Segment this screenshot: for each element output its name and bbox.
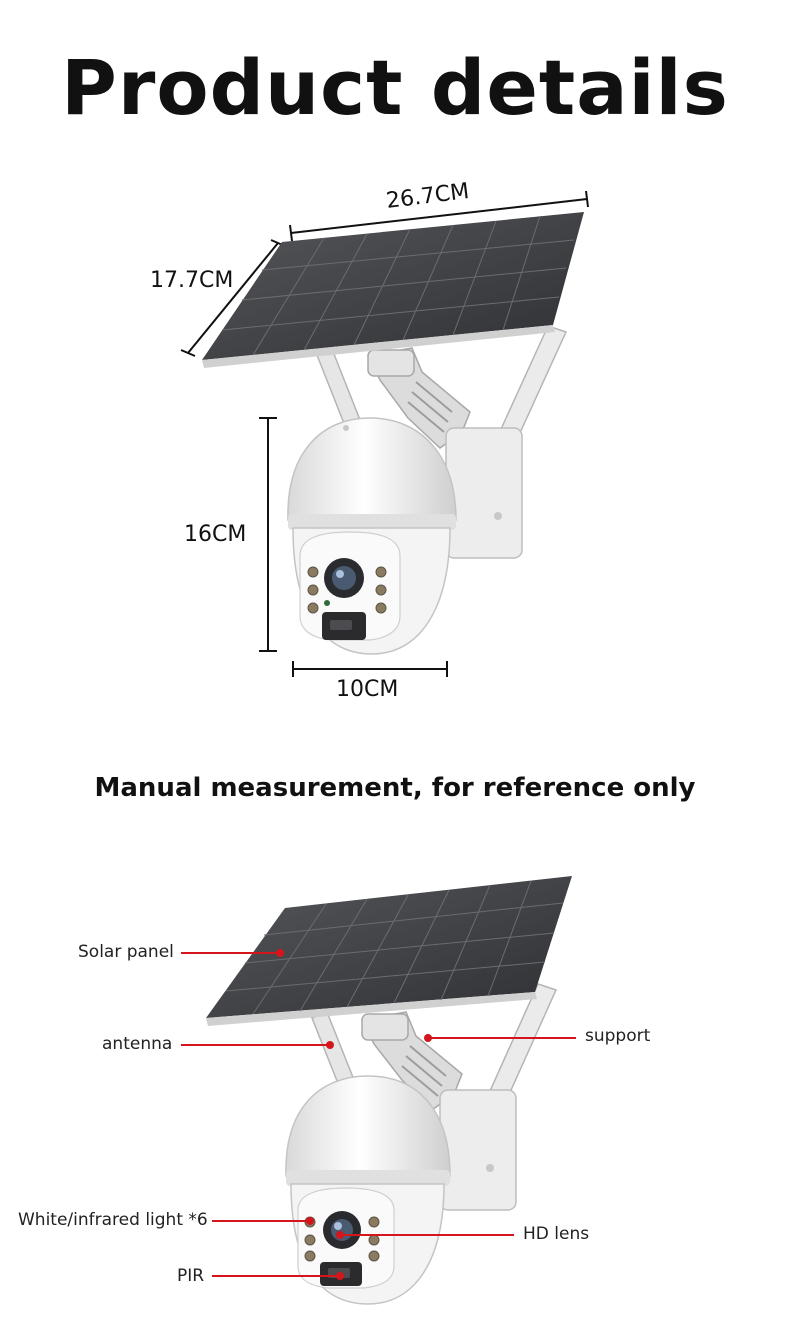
depth-dimension-label: 17.7CM xyxy=(150,268,234,293)
height-dimension-line xyxy=(259,417,277,652)
callout-lights: White/infrared light *6 xyxy=(18,1210,208,1230)
solar-panel xyxy=(202,212,584,368)
callout-pir: PIR xyxy=(177,1266,205,1286)
callout-antenna: antenna xyxy=(102,1034,173,1054)
callout-support: support xyxy=(585,1026,651,1046)
width-dimension-line xyxy=(289,190,589,242)
page-title: Product details xyxy=(61,43,729,132)
callout-solar-panel: Solar panel xyxy=(78,942,174,962)
callout-lens: HD lens xyxy=(523,1224,590,1244)
camera-body-2 xyxy=(285,1075,451,1305)
measurement-note: Manual measurement, for reference only xyxy=(94,773,696,803)
camera-body xyxy=(287,417,457,655)
solar-panel-2 xyxy=(206,876,572,1026)
base-dimension-line xyxy=(292,661,448,677)
base-dimension-label: 10CM xyxy=(336,677,399,702)
height-dimension-label: 16CM xyxy=(184,522,247,547)
dimension-figure xyxy=(180,190,589,677)
